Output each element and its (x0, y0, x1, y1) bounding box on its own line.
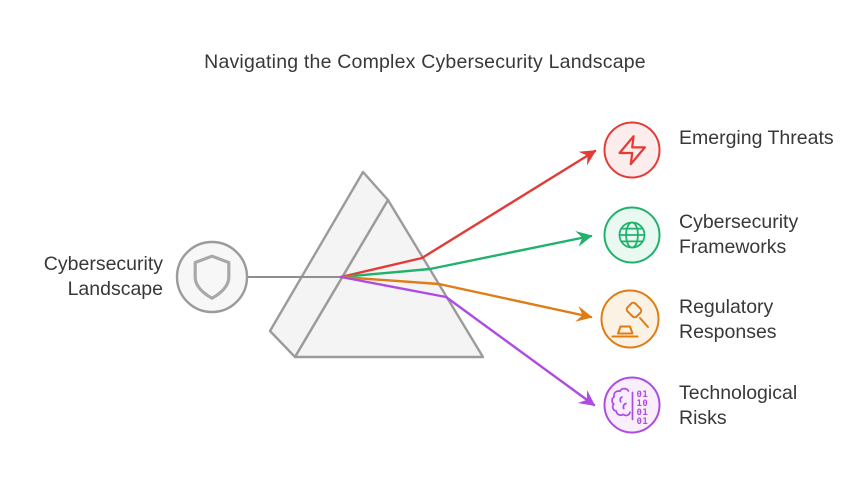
regulatory-responses-label: Regulatory Responses (679, 296, 777, 343)
binary-digits: 01 10 01 01 (637, 390, 649, 427)
gavel-icon (611, 301, 649, 338)
binary-row: 01 (637, 408, 649, 418)
source-node-label: Cybersecurity Landscape (43, 253, 163, 300)
technological-risks-label: Technological Risks (679, 382, 798, 429)
connector-technological-risks (339, 275, 596, 407)
shield-icon (193, 254, 231, 300)
binary-row: 01 (637, 417, 649, 427)
cybersecurity-frameworks-label: Cybersecurity Frameworks (679, 211, 799, 258)
connector-emerging-threats (339, 149, 597, 279)
lightning-icon (618, 135, 646, 166)
regulatory-responses-node (600, 289, 660, 349)
binary-row: 10 (637, 399, 649, 409)
emerging-threats-circle (603, 121, 661, 179)
source-node-circle (175, 240, 249, 314)
globe-icon (618, 221, 646, 249)
emerging-threats-label: Emerging Threats (679, 127, 834, 149)
connector-regulatory-responses (339, 275, 593, 322)
cybersecurity-frameworks-node (603, 206, 661, 264)
binary-row: 01 (637, 390, 649, 400)
emerging-threats-node (603, 121, 661, 179)
technological-risks-node: 01 10 01 01 (603, 376, 661, 434)
prism-front-face (293, 198, 485, 359)
diagram-title: Navigating the Complex Cybersecurity Lan… (204, 51, 646, 73)
brain-outline (611, 387, 634, 421)
source-node (175, 240, 249, 314)
brain-binary-icon: 01 10 01 01 (611, 387, 649, 427)
regulatory-responses-circle (600, 289, 660, 349)
connector-cybersecurity-frameworks (339, 231, 593, 279)
